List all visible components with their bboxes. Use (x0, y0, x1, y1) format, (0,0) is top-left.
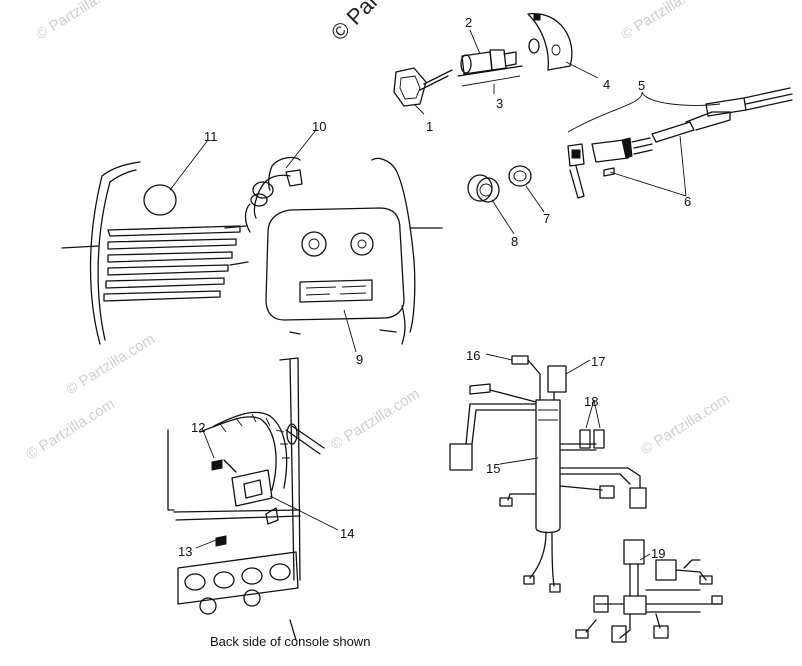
callout-14: 14 (340, 526, 354, 541)
throttle-drawing (467, 87, 793, 203)
watermark: © Partzilla.com (33, 0, 128, 43)
watermark: © Partzilla.com (618, 0, 713, 43)
callout-2: 2 (465, 15, 472, 30)
callout-11: 11 (204, 129, 218, 144)
callout-10: 10 (312, 119, 326, 134)
hood-drawing (61, 161, 249, 345)
callout-9: 9 (356, 352, 363, 367)
callout-4: 4 (603, 77, 610, 92)
callout-7: 7 (543, 211, 550, 226)
wiring-harness-drawing (449, 355, 723, 643)
watermark: © Partzilla.com (328, 385, 423, 453)
watermark-top: © Partz (326, 0, 396, 46)
callout-13: 13 (178, 544, 192, 559)
callout-16: 16 (466, 348, 480, 363)
watermark: © Partzilla.com (638, 390, 733, 458)
callout-19: 19 (651, 546, 665, 561)
callout-5: 5 (638, 78, 645, 93)
callout-6: 6 (684, 194, 691, 209)
callout-8: 8 (511, 234, 518, 249)
callout-17: 17 (591, 354, 605, 369)
callout-1: 1 (426, 119, 433, 134)
leader-lines (169, 29, 721, 561)
callout-3: 3 (496, 96, 503, 111)
callouts: 1 2 3 4 5 6 7 8 9 10 11 12 13 14 15 16 1… (178, 15, 691, 561)
caption: Back side of console shown (210, 634, 370, 649)
callout-15: 15 (486, 461, 500, 476)
watermark: © Partzilla.com (23, 395, 118, 463)
console-back-drawing (167, 357, 325, 641)
console-drawing (244, 156, 443, 345)
callout-18: 18 (584, 394, 598, 409)
watermarks: © Partzilla.com © Partzilla.com © Partzi… (23, 0, 733, 463)
watermark: © Partzilla.com (63, 330, 158, 398)
callout-12: 12 (191, 420, 205, 435)
key-switch-drawing (393, 13, 573, 107)
